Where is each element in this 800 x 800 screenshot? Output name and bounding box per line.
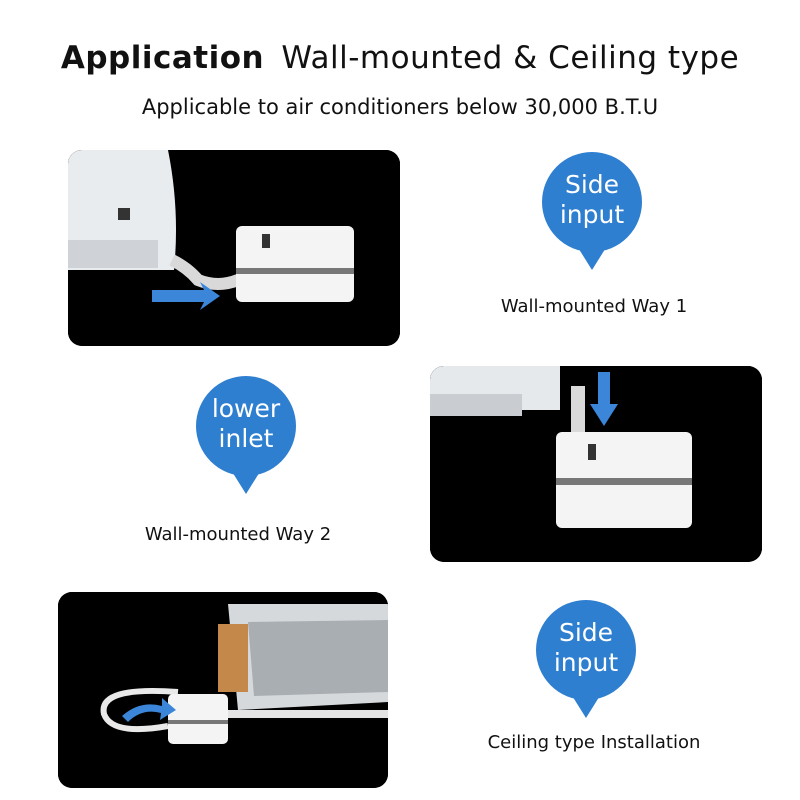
pin-3-line-1: Side xyxy=(558,618,614,647)
photo-wall-mounted-way-1-illustration xyxy=(68,150,400,346)
pin-1-line-2: input xyxy=(559,200,625,229)
photo-wall-mounted-way-2-illustration xyxy=(430,366,762,562)
pin-1-line-1: Side xyxy=(564,170,620,199)
page-title-bold: Application xyxy=(60,40,265,76)
curved-arrow-icon xyxy=(122,698,176,722)
pin-2-line-2: inlet xyxy=(218,424,274,453)
map-pin-icon xyxy=(536,600,636,718)
photo-wall-mounted-way-2 xyxy=(430,366,762,562)
caption-wall-mounted-way-1: Wall-mounted Way 1 xyxy=(500,296,688,317)
map-pin-icon xyxy=(542,152,642,270)
arrow-down-icon xyxy=(590,372,618,426)
map-pin-icon xyxy=(196,376,296,494)
pin-badge-3: Side input xyxy=(529,600,643,718)
arrow-icon xyxy=(152,282,220,310)
photo-wall-mounted-way-1 xyxy=(68,150,400,346)
pin-badge-1: Side input xyxy=(535,152,649,270)
caption-wall-mounted-way-2: Wall-mounted Way 2 xyxy=(144,524,332,545)
page-title: Application Wall-mounted & Ceiling type xyxy=(0,40,800,76)
photo-ceiling-type-installation xyxy=(58,592,388,788)
pin-3-line-2: input xyxy=(553,648,619,677)
page-title-rest: Wall-mounted & Ceiling type xyxy=(281,40,740,76)
pin-2-line-1: lower xyxy=(211,394,281,423)
photo-ceiling-type-illustration xyxy=(58,592,388,788)
page-subtitle: Applicable to air conditioners below 30,… xyxy=(141,95,659,119)
pin-badge-2: lower inlet xyxy=(189,376,303,494)
caption-ceiling-type-installation: Ceiling type Installation xyxy=(487,732,701,753)
